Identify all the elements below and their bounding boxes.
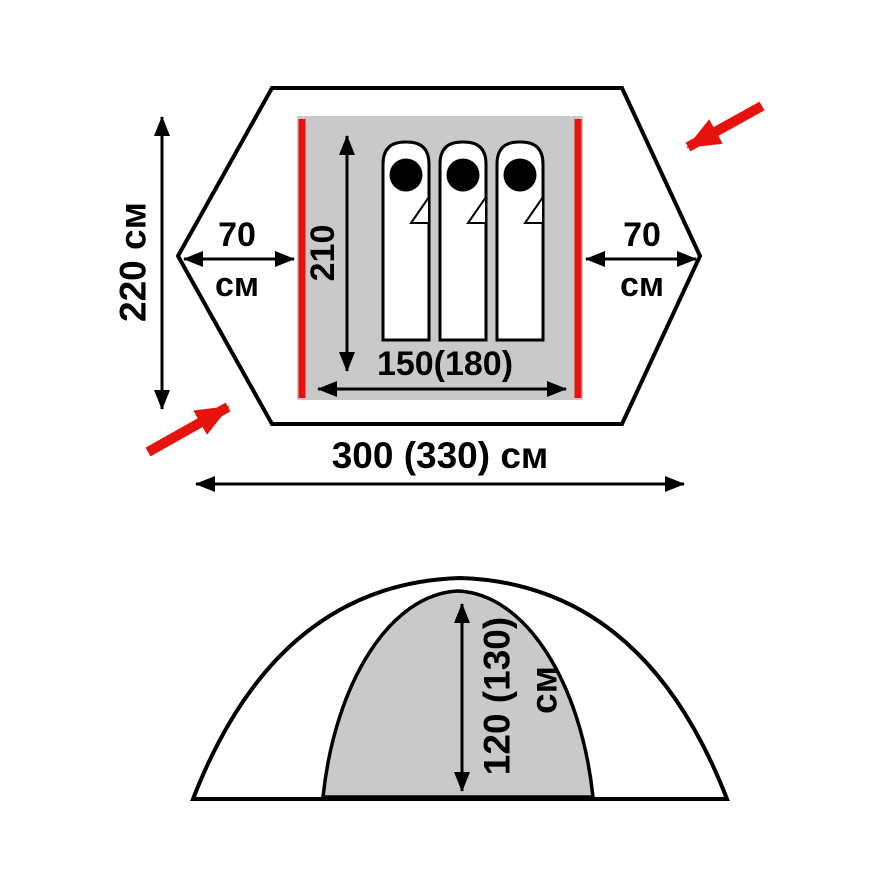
sleeping-bag xyxy=(495,140,545,342)
entrance-arrow-icon xyxy=(145,402,231,457)
head-icon xyxy=(389,158,423,192)
label-inner-length: 210 xyxy=(304,225,342,282)
label-left-vestibule-value: 70 xyxy=(218,216,256,254)
sleeping-bag xyxy=(381,140,431,342)
sleeping-bag-body xyxy=(438,140,488,342)
label-inner-width: 150(180) xyxy=(377,345,513,383)
label-total-depth: 220 см xyxy=(113,202,154,322)
sleeping-bag-body xyxy=(381,140,431,342)
label-inner-height-unit: см xyxy=(524,666,565,714)
label-right-vestibule-unit: см xyxy=(620,266,664,304)
bag-fold-corner xyxy=(409,193,430,224)
bag-fold-corner xyxy=(466,193,487,224)
side-view: 120 (130) см xyxy=(190,575,730,801)
label-right-vestibule-value: 70 xyxy=(623,216,661,254)
label-total-width: 300 (330) см xyxy=(332,435,549,476)
label-left-vestibule-unit: см xyxy=(215,266,259,304)
bag-fold-corner xyxy=(523,193,544,224)
sleeping-bag xyxy=(438,140,488,342)
plan-view: 220 см 70 см 70 см 210 150(180) 300 (330… xyxy=(113,86,765,492)
head-icon xyxy=(503,158,537,192)
head-icon xyxy=(446,158,480,192)
entrance-arrow-icon xyxy=(685,101,765,152)
sleeping-bag-body xyxy=(495,140,545,342)
label-inner-height: 120 (130) xyxy=(477,617,518,775)
